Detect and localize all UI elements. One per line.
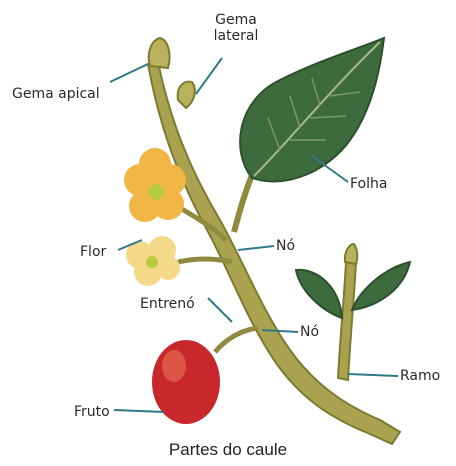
- label-gema-lateral-line2: lateral: [206, 28, 266, 44]
- lateral-bud: [178, 82, 195, 108]
- label-entreno: Entrenó: [140, 296, 195, 312]
- label-flor: Flor: [80, 244, 106, 260]
- leaf-petiole: [234, 175, 252, 232]
- leader-ramo: [348, 374, 398, 376]
- label-no-upper: Nó: [276, 238, 295, 254]
- label-folha: Folha: [350, 176, 387, 192]
- leader-fruto: [114, 410, 164, 412]
- label-gema-lateral-line1: Gema: [206, 12, 266, 28]
- label-fruto: Fruto: [74, 404, 110, 420]
- leader-entreno: [208, 298, 232, 322]
- apical-bud: [149, 38, 170, 68]
- leader-no-upper: [238, 246, 274, 250]
- branch: [338, 262, 356, 380]
- branch-leaf-right: [352, 262, 410, 310]
- label-ramo: Ramo: [400, 368, 440, 384]
- label-gema-lateral: Gema lateral: [206, 12, 266, 44]
- fruit-highlight: [162, 350, 186, 382]
- branch-bud: [345, 244, 357, 264]
- branch-leaf-left: [296, 270, 342, 318]
- leader-gema-lateral: [196, 58, 222, 94]
- caption: Partes do caule: [0, 440, 456, 460]
- label-no-lower: Nó: [300, 324, 319, 340]
- fruit-stalk: [215, 328, 258, 352]
- leader-gema-apical: [110, 64, 148, 82]
- label-gema-apical: Gema apical: [12, 86, 100, 102]
- flower-stalk-2: [178, 259, 232, 262]
